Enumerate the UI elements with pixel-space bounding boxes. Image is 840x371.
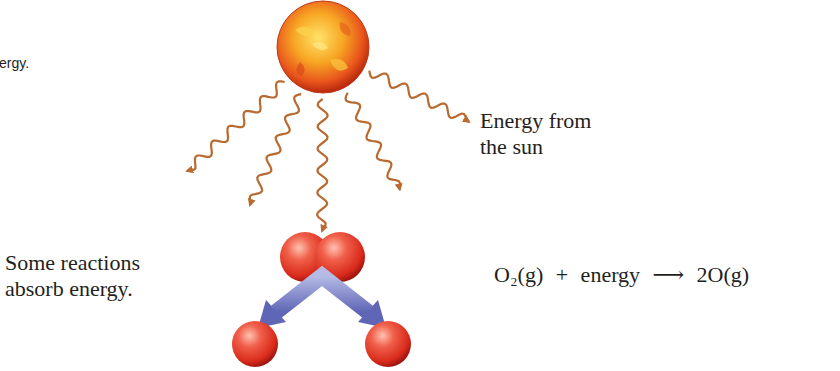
chemical-equation: O₂(g) + energy ⟶ 2O(g) (494, 262, 834, 288)
energy-wave (250, 94, 301, 205)
cropped-note: ergy. (0, 55, 59, 71)
sun (277, 1, 369, 93)
energy-wave (317, 99, 328, 231)
energy-wave (369, 71, 469, 122)
energy-waves (187, 71, 469, 231)
energy-wave (187, 81, 285, 171)
oxygen-atoms (232, 321, 411, 367)
split-arrows (258, 276, 386, 328)
energy-wave (346, 93, 400, 190)
reaction-note: Some reactions absorb energy. (5, 250, 170, 302)
sun-energy-label: Energy from the sun (480, 108, 620, 160)
